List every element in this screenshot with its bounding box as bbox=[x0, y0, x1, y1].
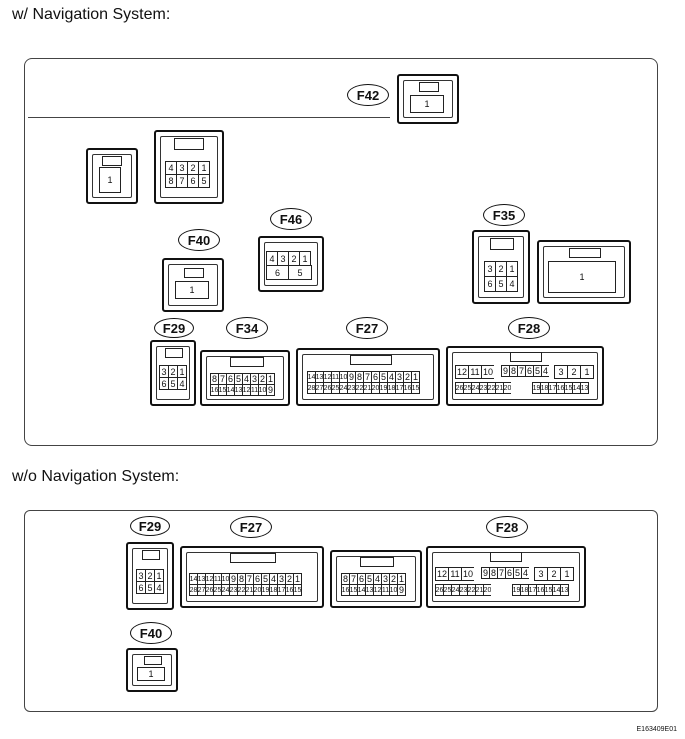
f28-label: F28 bbox=[508, 317, 550, 339]
panel-divider bbox=[28, 117, 390, 118]
f40-connector: 1 bbox=[126, 648, 178, 692]
f46-label: F46 bbox=[270, 208, 312, 230]
image-code: E163409E01 bbox=[636, 726, 677, 733]
f29-label: F29 bbox=[130, 516, 170, 536]
with-nav-panel bbox=[24, 58, 658, 446]
f40-connector: 1 bbox=[162, 258, 224, 312]
f42-label: F42 bbox=[347, 84, 389, 106]
f27-label: F27 bbox=[346, 317, 388, 339]
without-nav-panel bbox=[24, 510, 658, 712]
f34-label: F34 bbox=[226, 317, 268, 339]
f35-label: F35 bbox=[483, 204, 525, 226]
f27-label: F27 bbox=[230, 516, 272, 538]
f28-label: F28 bbox=[486, 516, 528, 538]
connector-unlabeled-large: 1 bbox=[537, 240, 631, 304]
f40-label: F40 bbox=[130, 622, 172, 644]
f29-label: F29 bbox=[154, 318, 194, 338]
without-nav-heading: w/o Navigation System: bbox=[12, 468, 180, 485]
with-nav-heading: w/ Navigation System: bbox=[12, 6, 171, 23]
connector-unlabeled-single: 1 bbox=[86, 148, 138, 204]
f42-connector: 1 bbox=[397, 74, 459, 124]
f40-label: F40 bbox=[178, 229, 220, 251]
